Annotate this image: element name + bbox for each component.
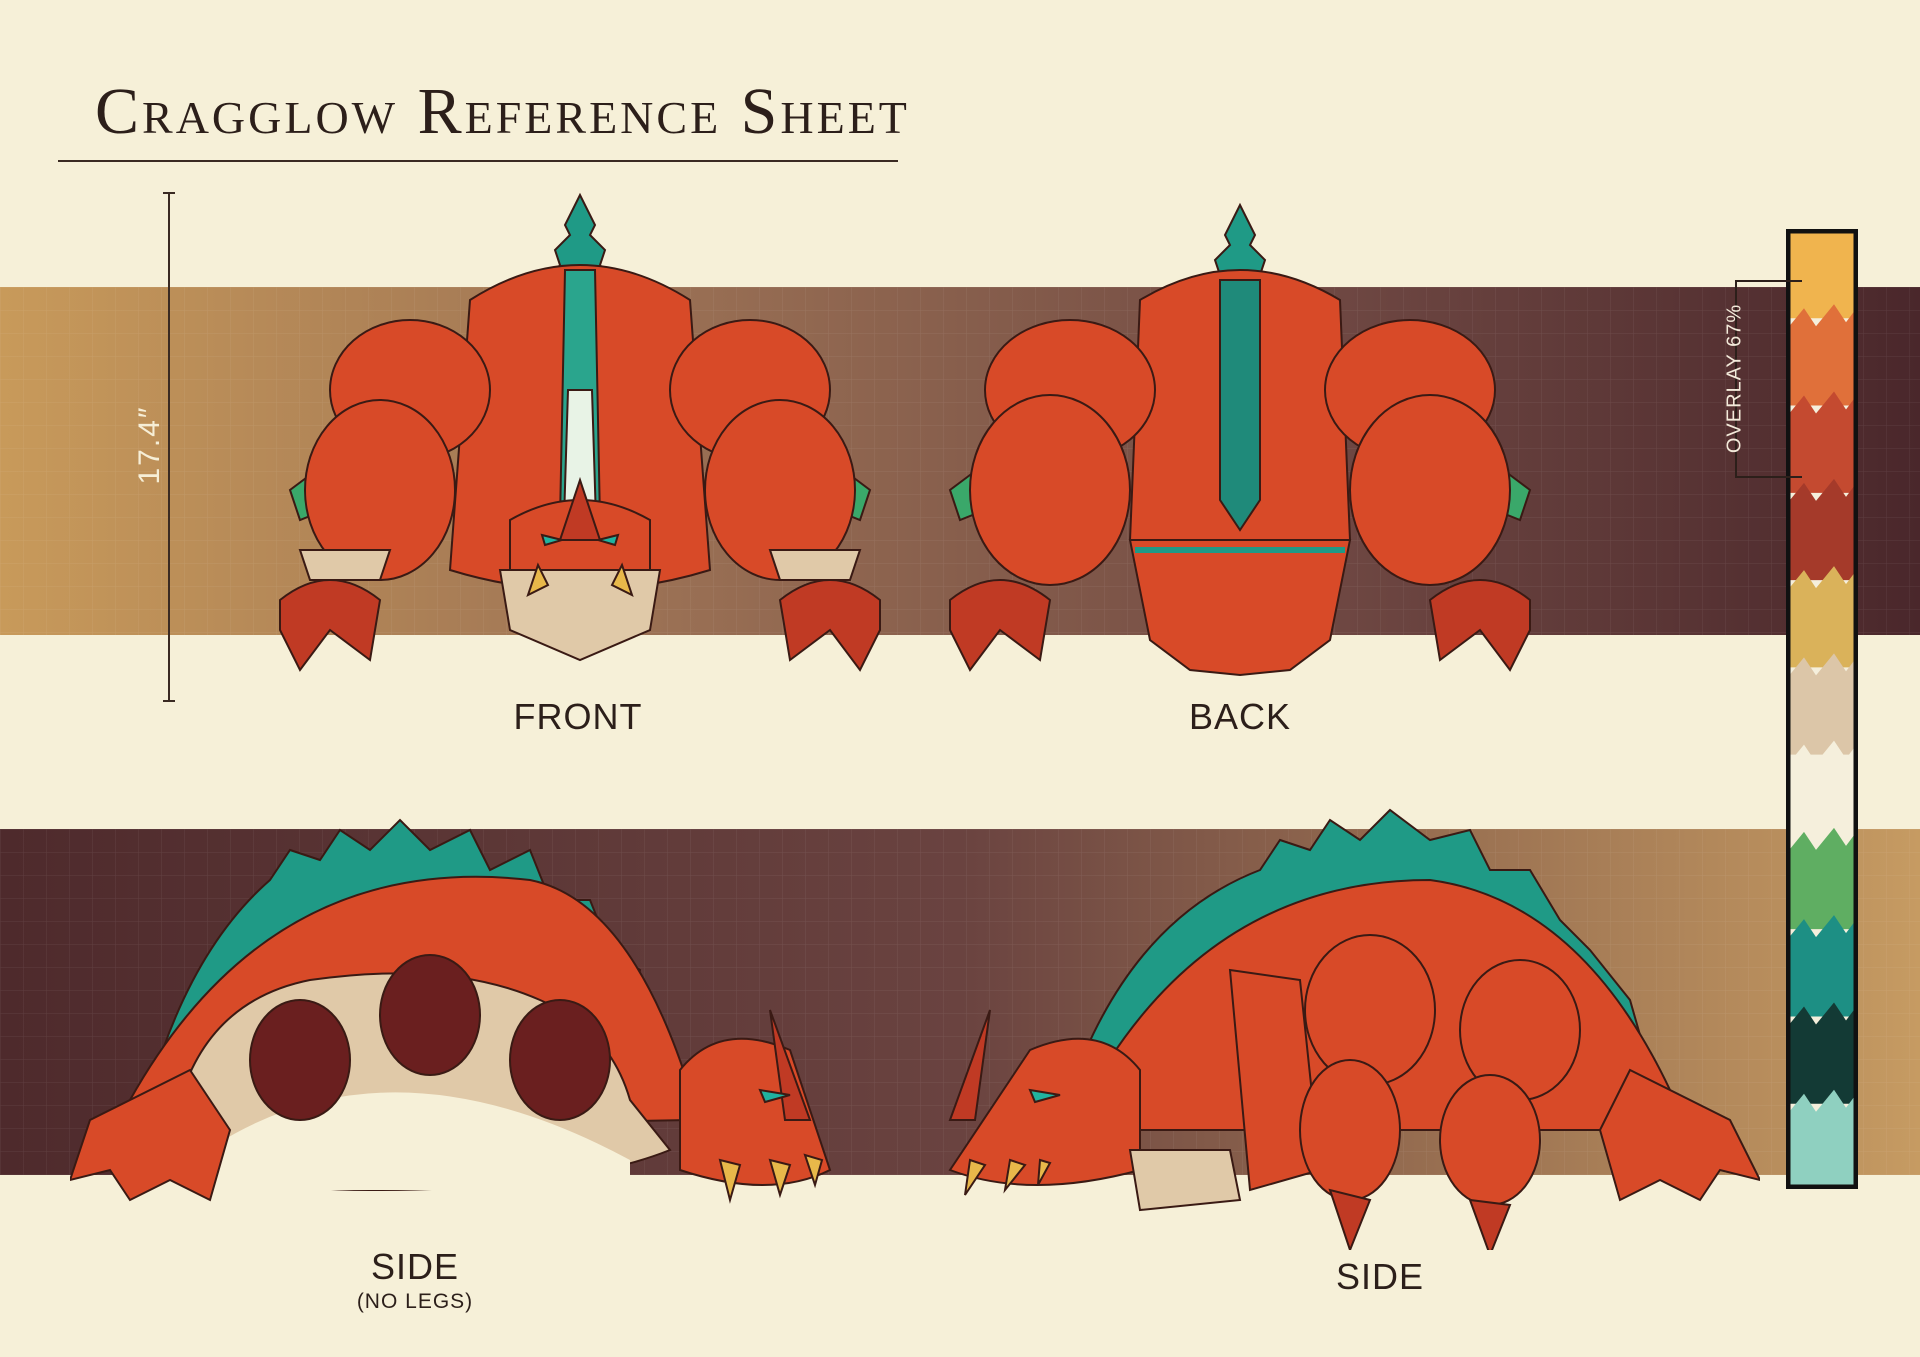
height-measure-bar	[163, 192, 175, 702]
view-label-back: BACK	[1188, 696, 1292, 737]
overlay-label: OVERLAY 67%	[1723, 303, 1746, 454]
palette-swatch	[1786, 827, 1858, 930]
palette-swatch	[1786, 653, 1858, 755]
back-view-illustration	[948, 202, 1532, 677]
side-view-illustration	[948, 808, 1760, 1250]
overlay-bracket	[1735, 280, 1802, 478]
sheet-title: Cragglow Reference Sheet	[95, 75, 910, 148]
measure-cap-bottom	[163, 700, 175, 702]
view-sublabel-no-legs: (NO LEGS)	[356, 1290, 474, 1313]
view-label-side: SIDE	[1335, 1256, 1425, 1297]
palette-frame	[1786, 229, 1858, 1189]
title-underline	[58, 160, 898, 162]
palette-swatch	[1786, 478, 1858, 581]
side-no-legs-illustration	[70, 818, 832, 1204]
palette-swatch	[1786, 391, 1858, 493]
palette-swatch	[1786, 740, 1858, 842]
palette-swatch	[1786, 566, 1858, 668]
color-palette-strip	[1786, 229, 1858, 1189]
front-view-illustration	[279, 192, 881, 672]
palette-swatch	[1786, 304, 1858, 406]
height-label: 17.4″	[133, 405, 166, 485]
palette-swatch	[1786, 915, 1858, 1017]
view-label-side-no-legs: SIDE	[370, 1246, 460, 1287]
measure-line	[168, 192, 170, 702]
view-label-front: FRONT	[513, 696, 643, 737]
palette-swatch	[1786, 229, 1858, 319]
palette-swatch	[1786, 1002, 1858, 1104]
palette-swatch	[1786, 1089, 1858, 1189]
